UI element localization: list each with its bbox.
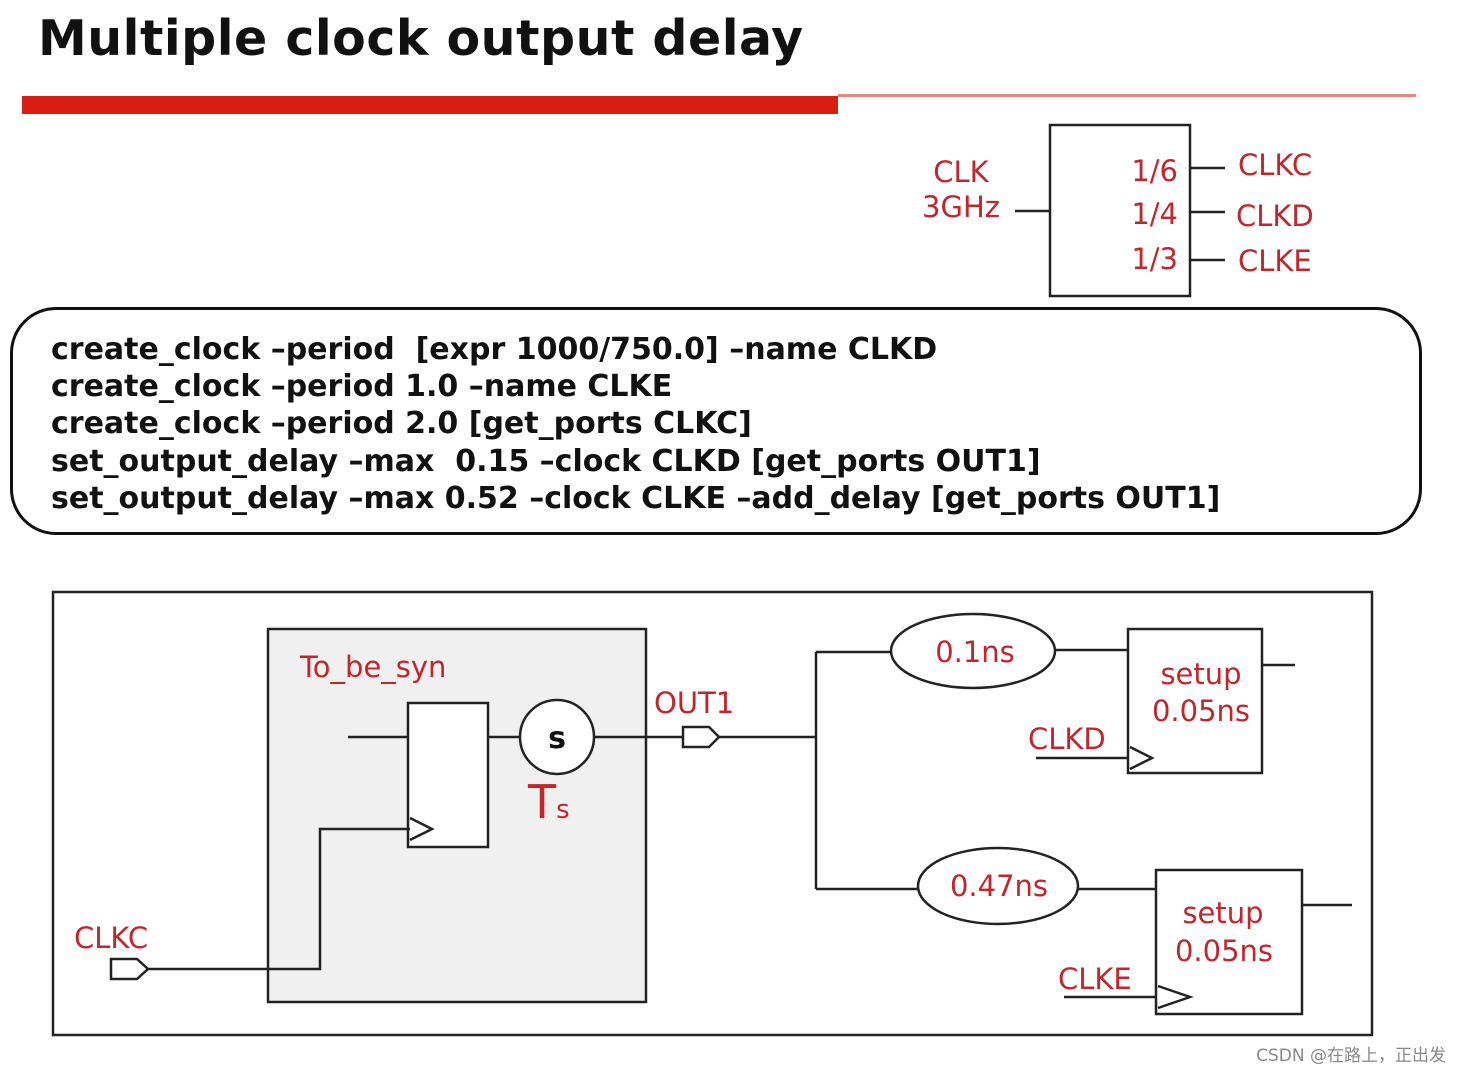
ff-bottom-setup-value: 0.05ns	[1175, 934, 1273, 968]
ff-bottom-setup-label: setup	[1182, 896, 1263, 930]
divider-input-label: CLK	[933, 155, 989, 189]
clock-divider: CLK 3GHz 1/6 1/4 1/3 CLKC CLKD CLKE	[922, 123, 1314, 298]
ff-top-setup-value: 0.05ns	[1152, 694, 1250, 728]
module-name: To_be_syn	[299, 650, 446, 684]
divider-output-3: CLKE	[1238, 244, 1312, 278]
ts-main: T	[527, 775, 557, 829]
delay-top-label: 0.1ns	[935, 635, 1015, 669]
ts-sub: s	[556, 795, 570, 825]
clkc-wire	[148, 827, 410, 971]
divider-output-2: CLKD	[1236, 199, 1314, 233]
out1-port	[681, 725, 721, 749]
divider-ratio-2: 1/4	[1131, 197, 1178, 231]
external-ff-top	[1126, 627, 1264, 775]
code-line-2: create_clock –period 1.0 –name CLKE	[51, 369, 673, 404]
divider-ratio-3: 1/3	[1131, 242, 1178, 276]
sdc-code-box: create_clock –period [expr 1000/750.0] –…	[10, 307, 1422, 535]
code-line-5: set_output_delay –max 0.52 –clock CLKE –…	[51, 481, 1221, 516]
delay-bottom-label: 0.47ns	[950, 869, 1048, 903]
title-underline-thin	[838, 94, 1416, 97]
external-ff-bottom-clock-triangle	[1157, 984, 1194, 1010]
title-underline-accent	[22, 96, 838, 114]
divider-output-1: CLKC	[1238, 148, 1312, 182]
circuit: To_be_syn s Ts OUT1 0.1ns setup 0.05ns C…	[51, 590, 1374, 1037]
page-title: Multiple clock output delay	[38, 10, 804, 67]
ff-top-setup-label: setup	[1160, 657, 1241, 691]
internal-flip-flop	[406, 701, 490, 849]
out1-label: OUT1	[654, 686, 734, 720]
delay-bottom-ellipse	[916, 846, 1080, 926]
watermark: CSDN @在路上，正出发	[1256, 1046, 1446, 1066]
ff-bottom-clock-label: CLKE	[1058, 962, 1132, 996]
clkc-label: CLKC	[74, 921, 148, 955]
code-line-4: set_output_delay –max 0.15 –clock CLKD […	[51, 444, 1041, 479]
ts-label: Ts	[527, 775, 570, 829]
internal-ff-clock-triangle	[409, 816, 435, 842]
divider-input-freq: 3GHz	[922, 190, 1000, 224]
external-ff-top-clock-triangle	[1129, 745, 1155, 771]
external-ff-bottom	[1154, 868, 1304, 1016]
code-line-3: create_clock –period 2.0 [get_ports CLKC…	[51, 406, 752, 441]
clkc-port	[109, 957, 150, 981]
divider-ratio-1: 1/6	[1131, 154, 1178, 188]
code-line-1: create_clock –period [expr 1000/750.0] –…	[51, 332, 938, 367]
ff-top-clock-label: CLKD	[1028, 722, 1106, 756]
divider-box	[1048, 123, 1192, 298]
combo-logic-label: s	[548, 721, 566, 756]
